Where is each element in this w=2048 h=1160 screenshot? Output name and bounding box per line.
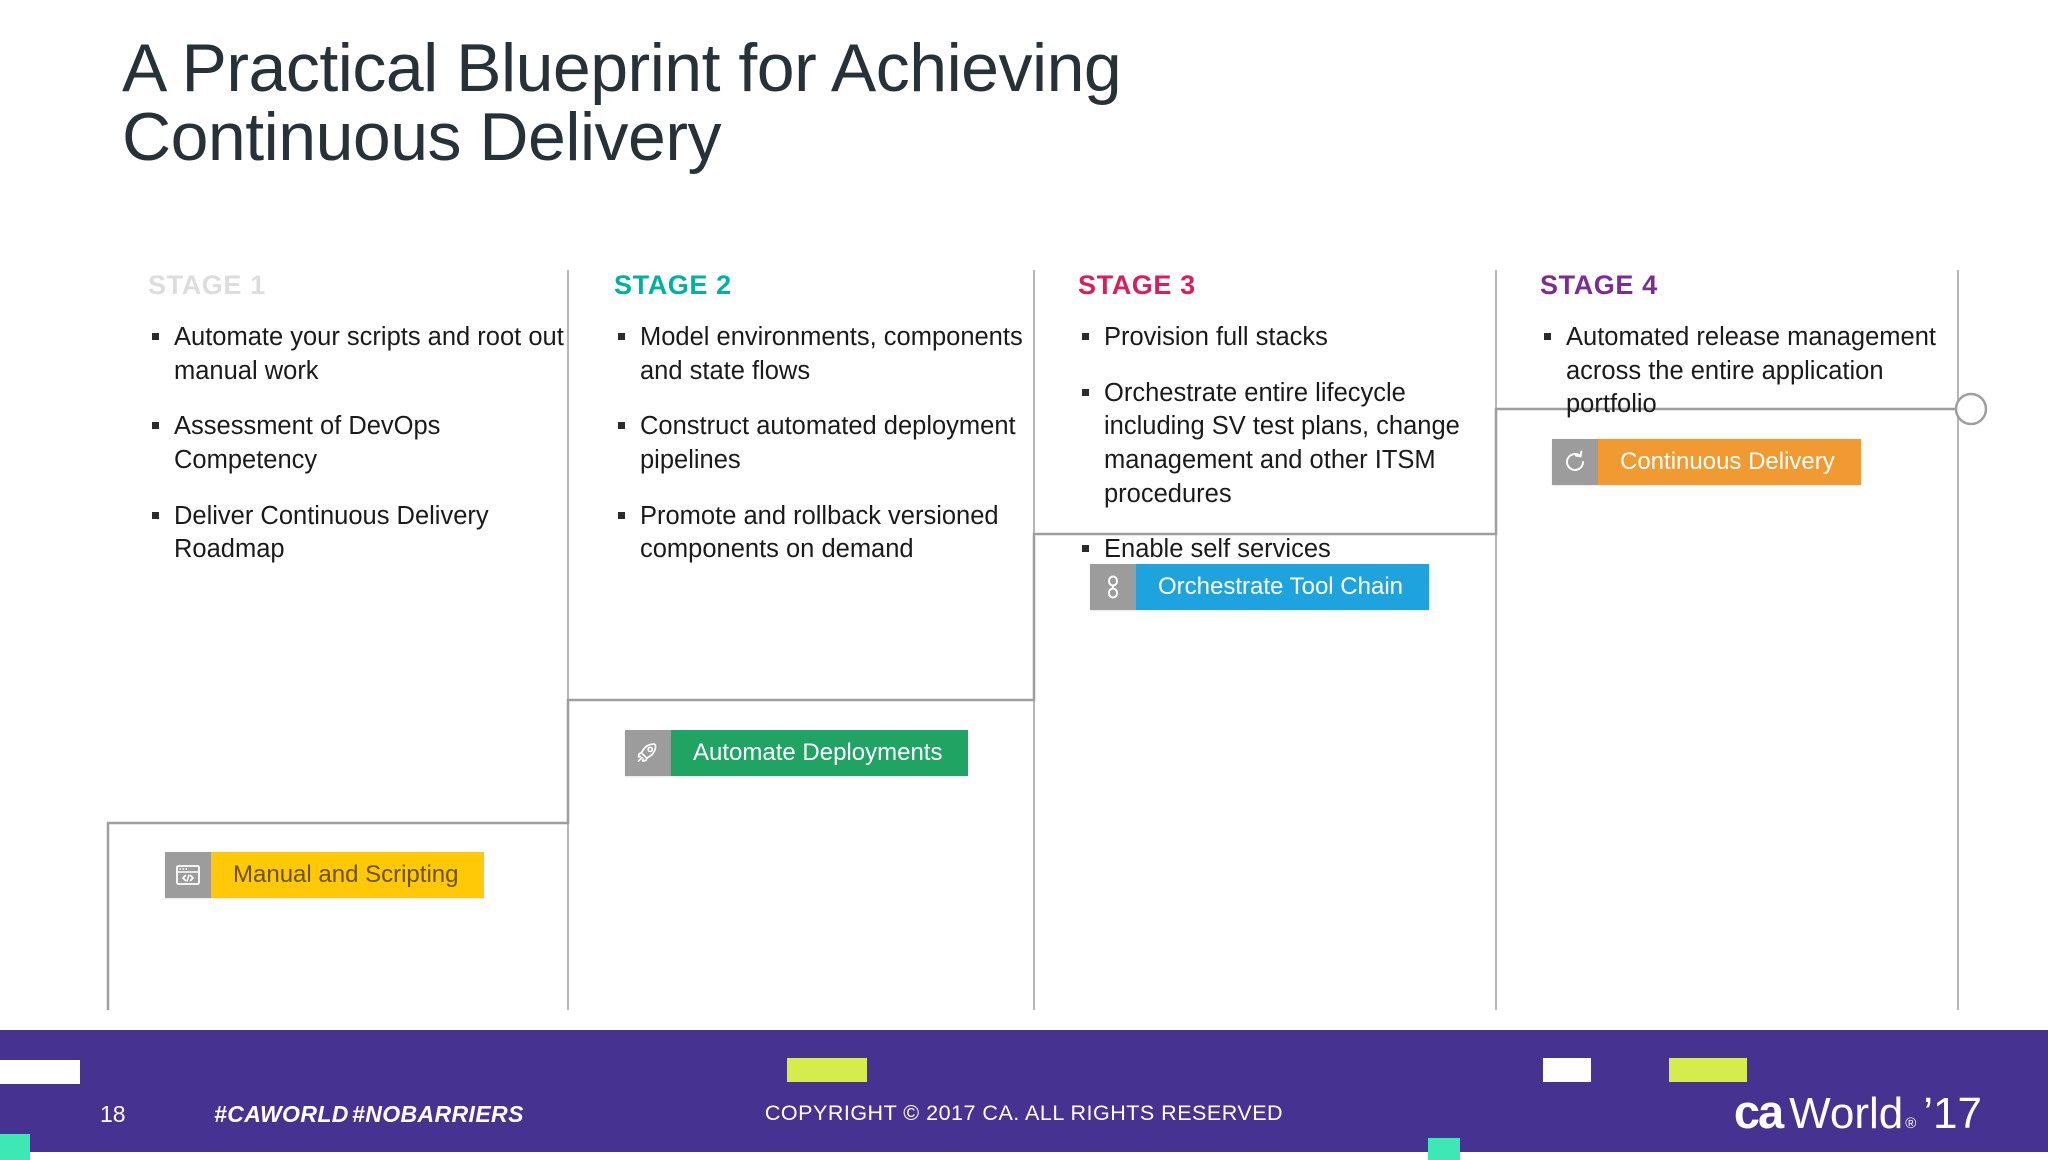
chip-label: Continuous Delivery [1598,439,1861,485]
chip-label: Manual and Scripting [211,852,485,898]
footer-deco-lime-center [787,1058,867,1082]
slide-footer: 18 #CAWORLD #NOBARRIERS COPYRIGHT © 2017… [0,1030,2048,1160]
stage-heading-3: STAGE 3 [1078,270,1196,300]
bullet-item: Construct automated deployment pipelines [614,410,1034,477]
stage-bullets-3: Provision full stacks Orchestrate entire… [1078,321,1498,567]
copyright-text: COPYRIGHT © 2017 CA. ALL RIGHTS RESERVED [764,1101,1284,1125]
bullet-item: Deliver Continuous Delivery Roadmap [148,500,568,567]
page-title: A Practical Blueprint for Achieving Cont… [122,30,1422,176]
page-number: 18 [100,1101,126,1127]
chip-manual-and-scripting[interactable]: Manual and Scripting [165,852,485,898]
staircase-connector [106,270,1988,1010]
stage-bullets-2: Model environments, components and state… [614,321,1034,567]
bullet-item: Promote and rollback versioned component… [614,500,1034,567]
stage-bullets-4: Automated release management across the … [1540,321,1960,422]
bullet-item: Automated release management across the … [1540,321,1960,422]
title-line-1: A Practical Blueprint for Achieving [122,30,1122,106]
footer-deco-white-right [1543,1058,1591,1082]
footer-deco-teal-center [1428,1138,1460,1160]
hashtag-nobarriers: #NOBARRIERS [352,1101,524,1127]
footer-deco-teal-left [0,1134,30,1160]
bullet-item: Orchestrate entire lifecycle including S… [1078,377,1498,512]
end-node [1954,392,1988,426]
chip-label: Orchestrate Tool Chain [1136,564,1430,610]
logo-ca-mark: ca [1733,1085,1784,1138]
bullet-item: Automate your scripts and root out manua… [148,321,568,388]
refresh-cycle-icon [1552,439,1598,485]
title-line-2: Continuous Delivery [122,99,722,176]
ca-world-logo: ca World ® ’17 [1734,1088,1982,1136]
chip-label: Automate Deployments [671,730,969,776]
bullet-item: Assessment of DevOps Competency [148,410,568,477]
logo-year: ’17 [1923,1089,1982,1138]
bullet-item: Provision full stacks [1078,321,1498,355]
chip-continuous-delivery[interactable]: Continuous Delivery [1552,439,1861,485]
rocket-icon [625,730,671,776]
bullet-item: Model environments, components and state… [614,321,1034,388]
stages-diagram: STAGE 1 Automate your scripts and root o… [0,270,2048,1010]
bullet-item: Enable self services [1078,533,1498,567]
stage-bullets-1: Automate your scripts and root out manua… [148,321,568,567]
stage-column-4: STAGE 4 Automated release management acr… [1540,270,1960,444]
footer-deco-white-left [0,1060,80,1084]
footer-deco-lime-right [1669,1058,1747,1082]
stage-column-2: STAGE 2 Model environments, components a… [614,270,1034,589]
chain-link-icon [1090,564,1136,610]
stage-heading-1: STAGE 1 [148,270,266,300]
stage-column-3: STAGE 3 Provision full stacks Orchestrat… [1078,270,1498,589]
stage-heading-4: STAGE 4 [1540,270,1658,300]
code-window-icon [165,852,211,898]
logo-world-text: World [1789,1089,1904,1138]
chip-automate-deployments[interactable]: Automate Deployments [625,730,969,776]
logo-registered-mark: ® [1905,1115,1917,1132]
hashtag-caworld: #CAWORLD [214,1101,349,1127]
stage-column-1: STAGE 1 Automate your scripts and root o… [148,270,568,589]
stage-heading-2: STAGE 2 [614,270,732,300]
chip-orchestrate-tool-chain[interactable]: Orchestrate Tool Chain [1090,564,1430,610]
